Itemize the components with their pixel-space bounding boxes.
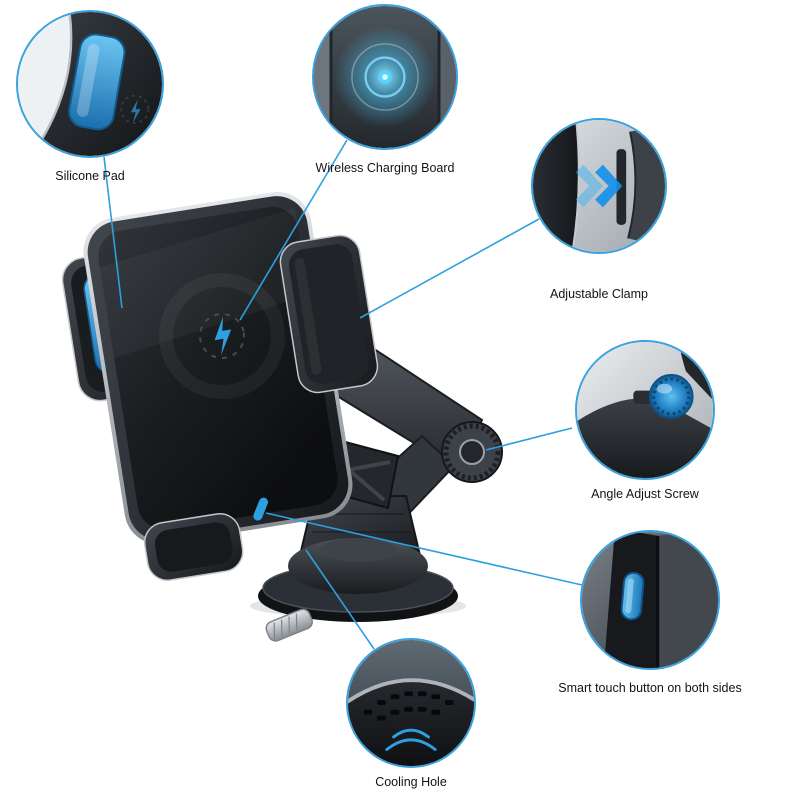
angle-adjust-knob (441, 421, 503, 483)
wireless-charging-board-label: Wireless Charging Board (315, 161, 455, 175)
adjustable-clamp-label: Adjustable Clamp (550, 287, 648, 301)
line-adjustable-clamp (359, 218, 540, 319)
line-cooling-hole (305, 549, 375, 650)
callout-cooling-hole: Cooling Hole (346, 638, 476, 790)
callout-connector-lines (103, 139, 583, 650)
cooling-hole-label: Cooling Hole (375, 775, 447, 789)
angle-adjust-screw-zoom-image (575, 340, 715, 480)
suction-cup-base (258, 538, 458, 622)
line-angle-adjust-screw (485, 427, 573, 451)
callout-smart-touch-button: Smart touch button on both sides (555, 530, 745, 696)
silicone-pad-label: Silicone Pad (55, 169, 125, 183)
callout-silicone-pad: Silicone Pad (14, 10, 166, 184)
smart-touch-button-label: Smart touch button on both sides (558, 681, 742, 695)
adjustable-clamp-zoom-image (531, 118, 667, 254)
callout-adjustable-clamp: Adjustable Clamp (524, 118, 674, 302)
phone-cradle (83, 191, 379, 582)
line-wireless-charging-board (239, 139, 348, 321)
smart-touch-button-zoom-image (580, 530, 720, 670)
wireless-charging-board-zoom-image (312, 4, 458, 150)
silicone-pad-zoom-image (16, 10, 164, 158)
suction-release-tab (265, 608, 313, 642)
right-clamp-arm (279, 234, 379, 394)
wireless-charging-bolt-icon (214, 316, 232, 356)
smart-touch-button-on-device (253, 497, 268, 521)
callout-angle-adjust-screw: Angle Adjust Screw (570, 340, 720, 502)
line-smart-touch-button (265, 512, 583, 586)
wireless-charging-icon-ring (199, 312, 246, 359)
angle-adjust-screw-label: Angle Adjust Screw (591, 487, 699, 501)
callout-wireless-charging-board: Wireless Charging Board (310, 4, 460, 176)
line-silicone-pad (103, 156, 123, 309)
cooling-hole-zoom-image (346, 638, 476, 768)
